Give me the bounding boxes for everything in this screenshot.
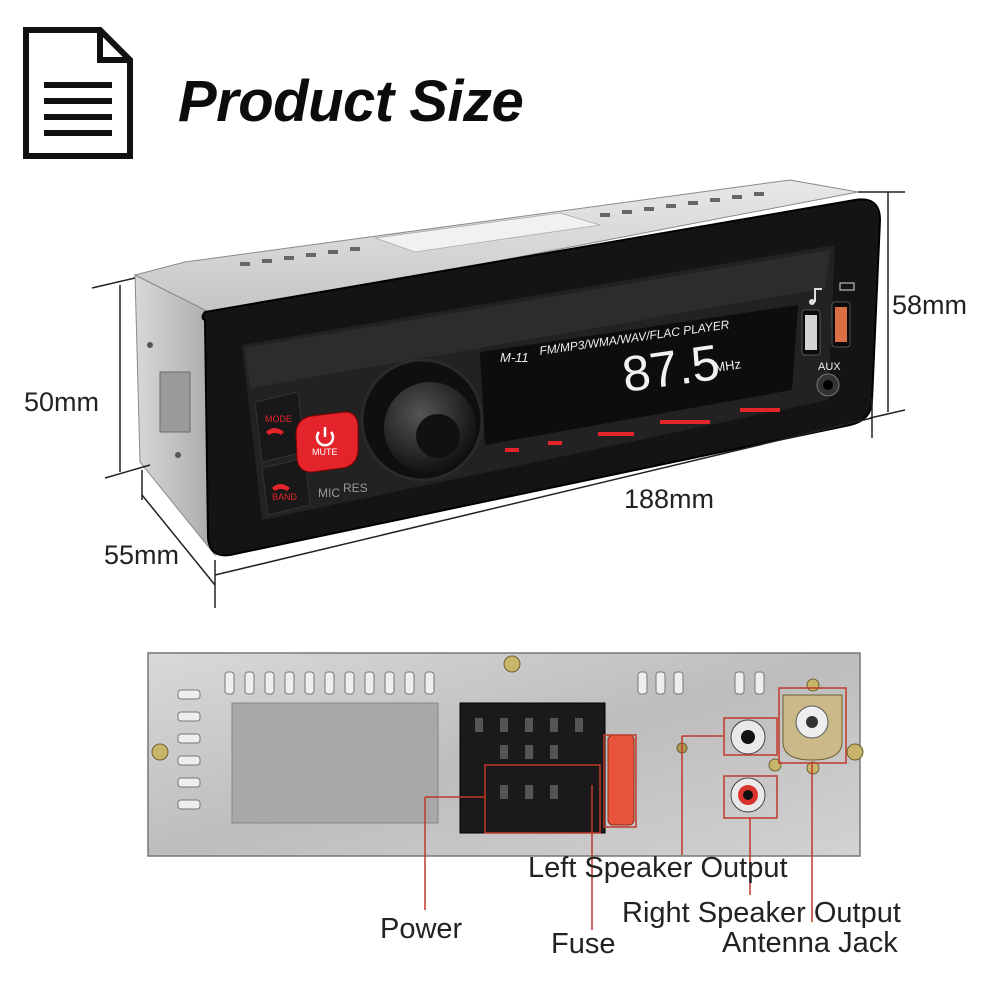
label-antenna: Antenna Jack [722,927,898,959]
mode-label: MODE [265,414,292,424]
charge-icon [839,282,855,291]
label-right-speaker: Right Speaker Output [622,897,901,929]
dim-depth: 55mm [104,540,180,570]
radio-unit-front [133,179,882,557]
power-icon [315,427,335,447]
phone-icon [266,428,290,491]
aux-label: AUX [818,361,841,373]
frequency-unit: MHz [713,356,742,375]
res-label: RES [343,481,368,495]
band-label: BAND [272,492,298,502]
label-left-speaker: Left Speaker Output [528,852,788,884]
mute-label: MUTE [312,447,338,457]
label-fuse: Fuse [551,928,616,960]
dim-width: 188mm [624,484,715,514]
dim-height-front: 58mm [892,290,968,320]
mic-label: MIC [318,486,340,500]
model-label: M-11 [500,350,529,365]
document-icon [23,27,133,159]
dim-height-side: 50mm [24,387,100,417]
music-note-icon [809,288,822,305]
frequency-display: 87.5 [619,334,723,403]
page-title: Product Size [178,69,524,134]
label-power: Power [380,913,463,945]
